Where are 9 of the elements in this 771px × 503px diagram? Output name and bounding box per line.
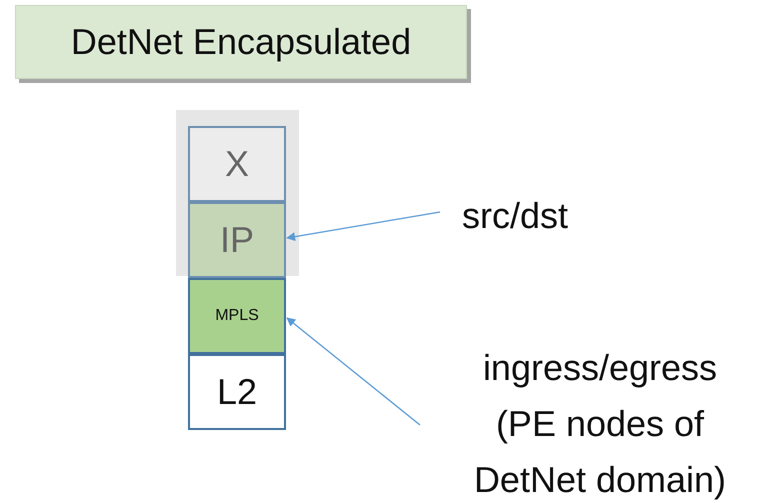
- annotation-text: src/dst: [462, 194, 568, 238]
- annotation-text: ingress/egress (PE nodes of DetNet domain): [472, 346, 728, 502]
- group-background: [176, 110, 299, 276]
- arrow: [286, 317, 420, 426]
- header-layer-box: L2: [188, 354, 286, 430]
- header-layer-box: X: [188, 126, 286, 202]
- arrow: [286, 211, 440, 242]
- header-layer-box: IP: [188, 202, 286, 278]
- header-layer-box: MPLS: [188, 278, 286, 354]
